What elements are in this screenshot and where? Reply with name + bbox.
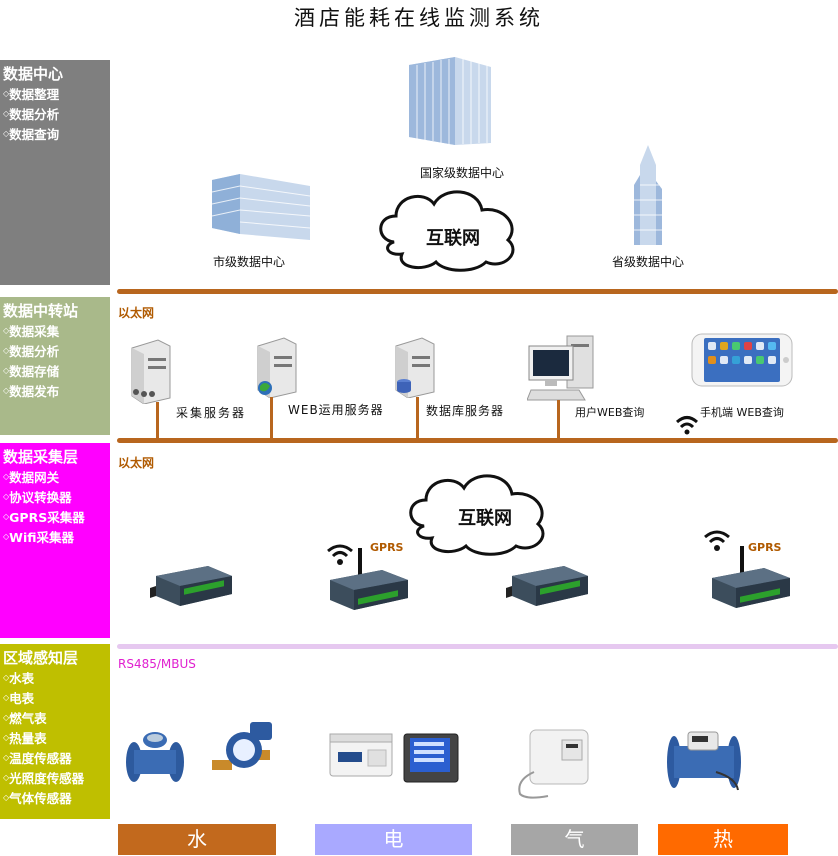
gas-meter-icon (518, 729, 589, 799)
layer-title: 区域感知层 (3, 649, 79, 667)
internet-cloud-icon: 互联网 (409, 474, 545, 556)
internet-cloud-icon: 互联网 (379, 190, 515, 272)
layer-item: 燃气表 (3, 708, 110, 728)
province-building-icon (634, 145, 662, 245)
layer-item: 温度传感器 (3, 748, 110, 768)
category-heat: 热 (658, 824, 788, 855)
server-label: 数据库服务器 (426, 404, 505, 418)
server-label: 手机端 WEB查询 (700, 406, 784, 419)
rs485-bus (117, 644, 838, 649)
layer-item: 数据整理 (3, 84, 110, 104)
rs485-label: RS485/MBUS (118, 657, 196, 671)
category-electric: 电 (315, 824, 472, 855)
power-meter-icon (403, 733, 459, 783)
database-server-icon (395, 337, 435, 398)
electric-meter-icon (329, 733, 393, 777)
layer-item: 水表 (3, 668, 110, 688)
gprs-label: GPRS (748, 541, 782, 554)
page-title: 酒店能耗在线监测系统 (294, 6, 544, 30)
cloud-label: 互联网 (458, 508, 512, 529)
gprs-collector-icon (330, 548, 408, 610)
computer-connector (557, 400, 560, 438)
data-gateway-icon (150, 566, 232, 606)
layer-item: 协议转换器 (3, 487, 110, 507)
ethernet-bus-middle (117, 438, 838, 443)
ethernet-label: 以太网 (118, 456, 155, 470)
layer-item: 数据分析 (3, 341, 110, 361)
wifi-icon (327, 544, 353, 565)
server-connector (270, 397, 273, 438)
ethernet-label: 以太网 (118, 306, 155, 320)
layer-item: 数据发布 (3, 381, 110, 401)
wifi-icon (704, 530, 730, 551)
layer-data-center: 数据中心 数据整理 数据分析 数据查询 (0, 60, 110, 285)
water-meter-icon (212, 722, 272, 770)
layer-item: 数据查询 (3, 124, 110, 144)
layer-item: GPRS采集器 (3, 507, 110, 527)
heat-meter-icon (667, 731, 741, 791)
layer-item: 气体传感器 (3, 788, 110, 808)
layer-item: 数据存储 (3, 361, 110, 381)
server-label: 用户WEB查询 (575, 406, 645, 419)
layer-title: 数据中转站 (3, 302, 79, 320)
layer-item: Wifi采集器 (3, 527, 110, 547)
wifi-icon (675, 416, 699, 435)
layer-item: 数据分析 (3, 104, 110, 124)
web-query-computer-icon (527, 335, 594, 401)
collection-server-icon (131, 339, 171, 404)
layer-title: 数据中心 (3, 65, 64, 83)
web-server-icon (257, 337, 297, 398)
city-datacenter-label: 市级数据中心 (213, 255, 286, 269)
category-water: 水 (118, 824, 276, 855)
layer-item: 热量表 (3, 728, 110, 748)
gprs-label: GPRS (370, 541, 404, 554)
national-datacenter-label: 国家级数据中心 (420, 166, 505, 180)
layer-item: 电表 (3, 688, 110, 708)
province-datacenter-label: 省级数据中心 (612, 255, 685, 269)
cloud-label: 互联网 (426, 228, 480, 249)
data-gateway-icon (506, 566, 588, 606)
layer-area-sensing: 区域感知层 水表 电表 燃气表 热量表 温度传感器 光照度传感器 气体传感器 (0, 644, 110, 819)
layer-item: 数据网关 (3, 467, 110, 487)
ethernet-bus-top (117, 289, 838, 294)
gprs-collector-icon (712, 546, 790, 608)
layer-item: 数据采集 (3, 321, 110, 341)
layer-data-collect: 数据采集层 数据网关 协议转换器 GPRS采集器 Wifi采集器 (0, 443, 110, 638)
layer-data-transfer: 数据中转站 数据采集 数据分析 数据存储 数据发布 (0, 297, 110, 435)
national-building-icon (409, 57, 491, 145)
layer-title: 数据采集层 (3, 448, 79, 466)
server-connector (156, 402, 159, 438)
layer-item: 光照度传感器 (3, 768, 110, 788)
server-label: 采集服务器 (176, 406, 247, 420)
smartphone-icon (691, 333, 793, 387)
water-meter-icon (126, 732, 184, 782)
server-label: WEB运用服务器 (288, 403, 384, 417)
city-building-icon (211, 174, 311, 240)
category-gas: 气 (511, 824, 638, 855)
server-connector (416, 397, 419, 438)
